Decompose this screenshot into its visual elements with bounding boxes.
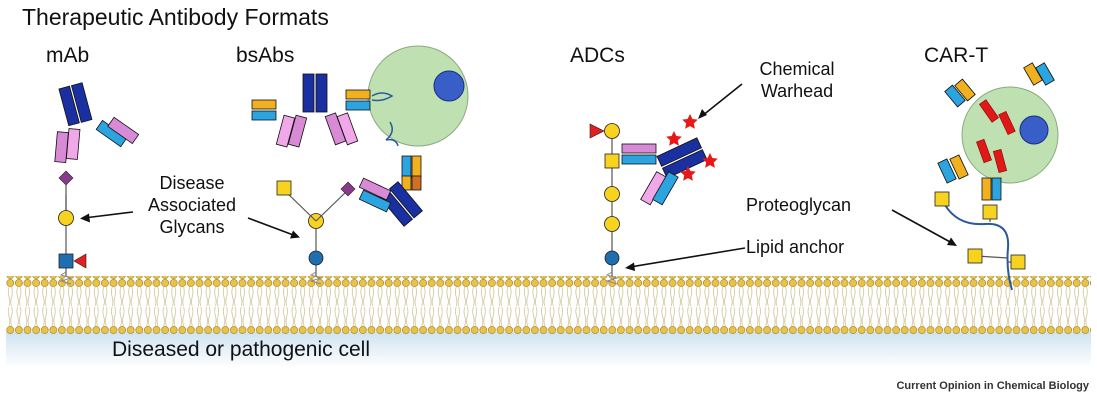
annotation-proteoglycan: Proteoglycan bbox=[746, 195, 852, 215]
annotation-line: Disease bbox=[159, 173, 225, 193]
annotation-disease-glycans: Disease Associated Glycans bbox=[136, 172, 248, 238]
galactose-circle bbox=[58, 210, 74, 226]
adcs-group bbox=[589, 114, 718, 285]
cell-interior bbox=[6, 332, 1091, 368]
bsabs-group bbox=[251, 45, 469, 285]
journal-credit: Current Opinion in Chemical Biology bbox=[896, 380, 1089, 392]
annotation-line: Associated bbox=[147, 195, 237, 215]
glcnac-square bbox=[58, 253, 74, 269]
annotation-line: Warhead bbox=[760, 81, 834, 101]
page-title: Therapeutic Antibody Formats bbox=[22, 4, 329, 30]
annotation-chemical-warhead: Chemical Warhead bbox=[752, 58, 842, 102]
fucose-triangle bbox=[73, 253, 87, 269]
annotation-lipid-anchor: Lipid anchor bbox=[746, 237, 845, 257]
annotation-line: Chemical bbox=[759, 59, 835, 79]
warhead-stars bbox=[666, 114, 718, 181]
cell-membrane bbox=[6, 276, 1091, 334]
cell-label: Diseased or pathogenic cell bbox=[112, 338, 370, 361]
mab-group bbox=[54, 82, 140, 285]
cart-group bbox=[934, 62, 1059, 291]
format-label-adcs: ADCs bbox=[570, 44, 625, 67]
format-label-cart: CAR-T bbox=[924, 44, 989, 67]
sialic-diamond bbox=[58, 170, 74, 186]
format-label-mab: mAb bbox=[46, 44, 90, 67]
arrows bbox=[80, 83, 957, 271]
annotation-line: Glycans bbox=[159, 217, 225, 237]
format-label-bsabs: bsAbs bbox=[236, 44, 295, 67]
